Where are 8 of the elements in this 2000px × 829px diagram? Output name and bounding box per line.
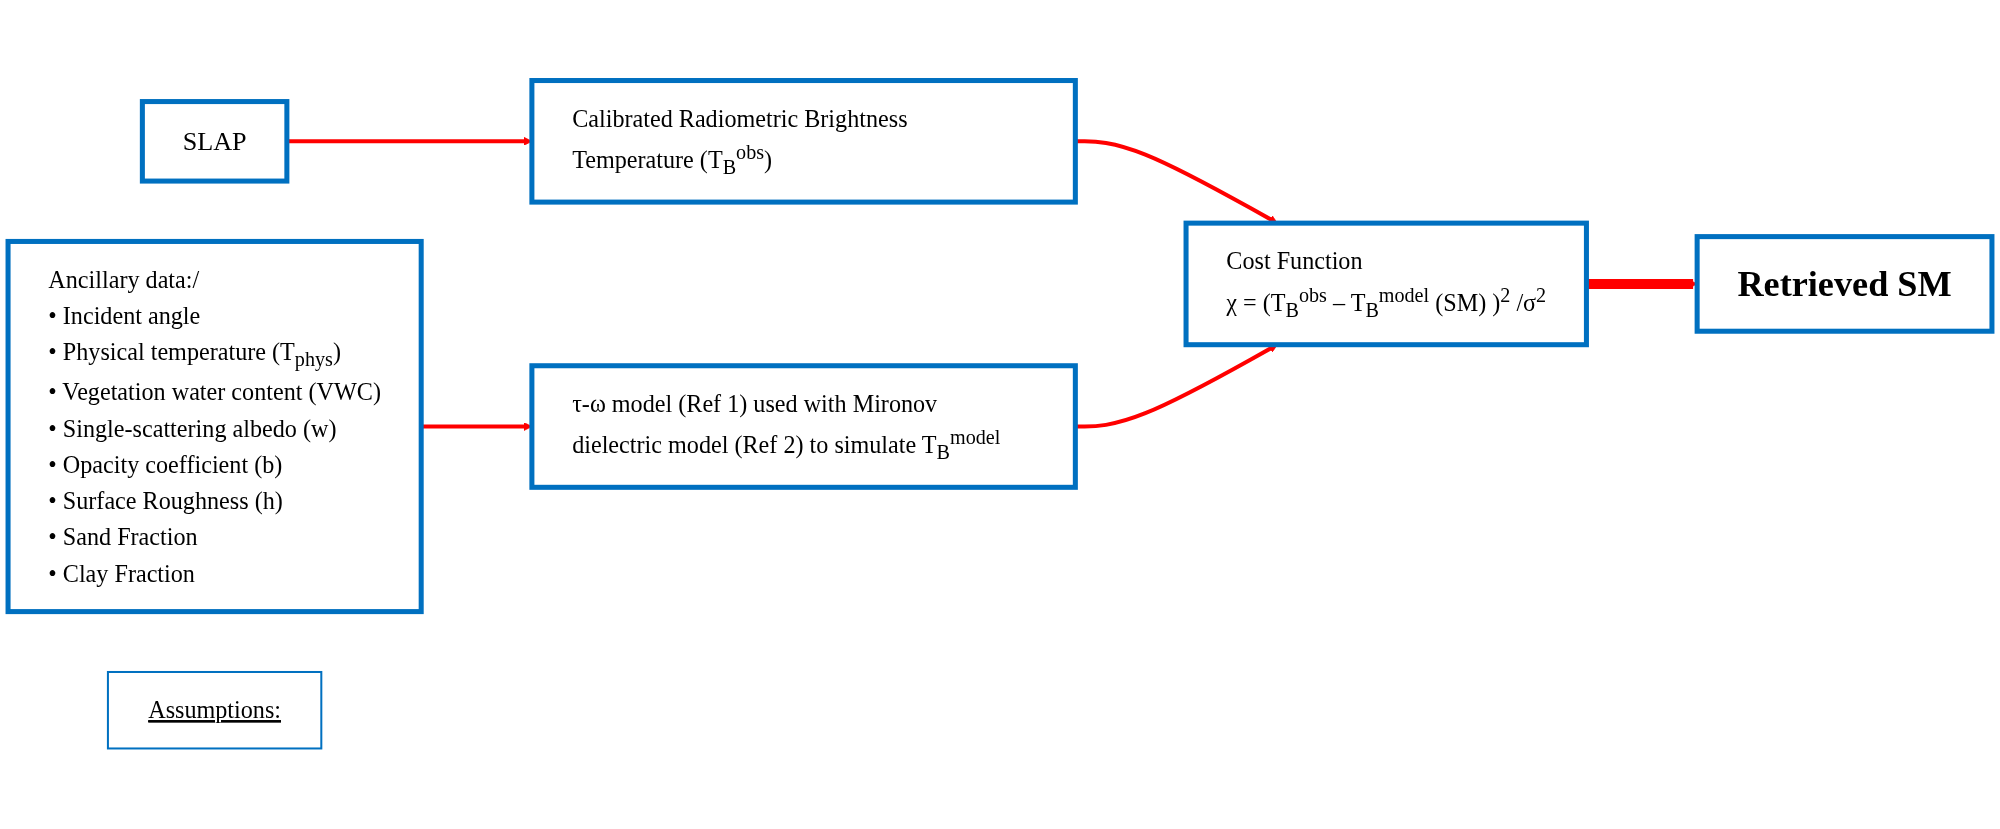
node-box: Assumptions:	[106, 670, 323, 750]
node-box: Retrieved SM	[1694, 234, 1995, 334]
arrow	[1075, 139, 1278, 224]
arrow	[1075, 344, 1278, 429]
node-box: SLAP	[139, 99, 290, 184]
node-box: Cost Function χ = (T$_{B}$$^{obs}$ – T$_{B}$$^{model}$ (SM) )$^{2}$ /σ$^{2}$	[1183, 220, 1589, 348]
node-box: Ancillary data:/ • Incident angle • Physical temperature (T$_{phys}$) • Vegetation water content (VWC) • Single-scattering albedo (w) • Opacity coefficient (b) • Surface Roughness (h) • Sand Fraction • Clay Fraction	[5, 238, 424, 615]
node-box: Calibrated Radiometric Brightness Temperature (T$_{B}$$^{obs}$)	[529, 78, 1078, 205]
